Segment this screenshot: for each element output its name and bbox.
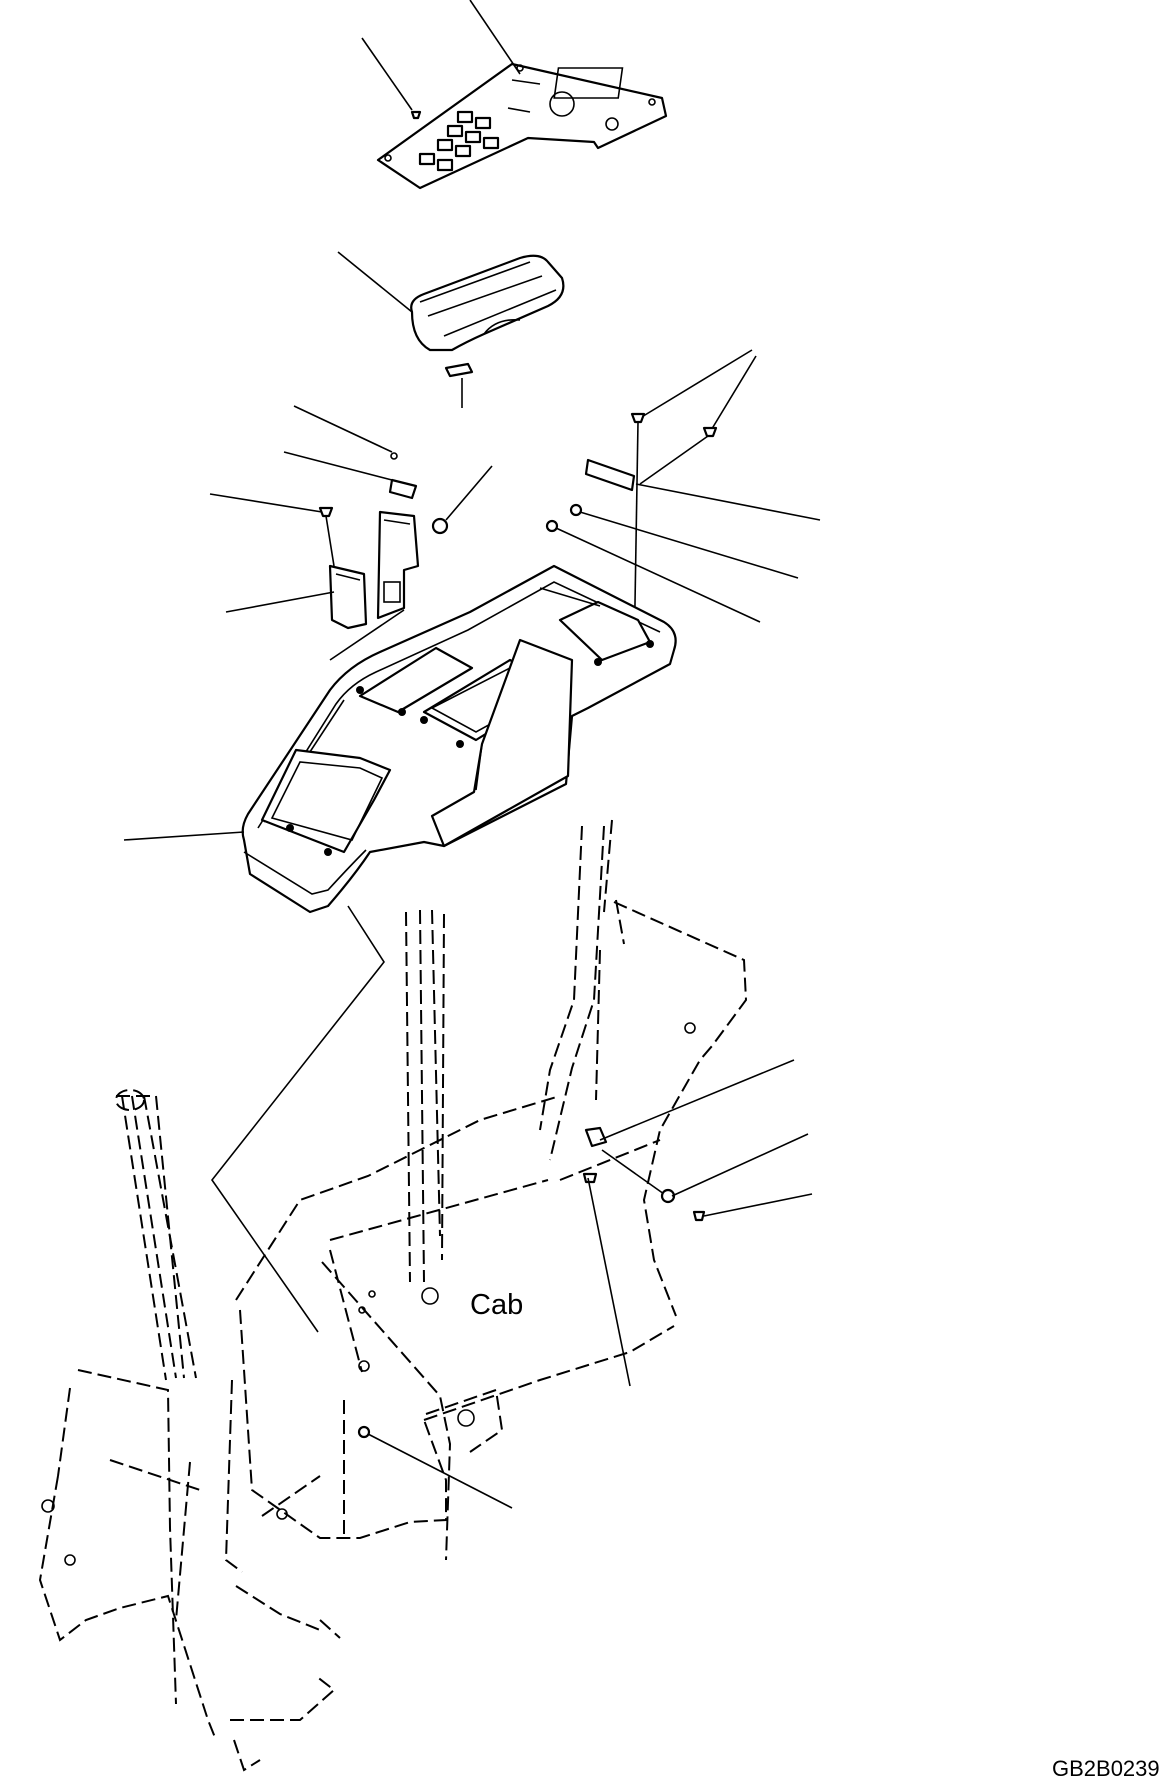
leader-line [635,483,821,521]
lower-screw [582,1172,598,1184]
leader-line [469,0,521,75]
leader-line [337,251,413,313]
leader-line [361,37,413,111]
leader-line [283,451,393,481]
leader-line [671,1133,809,1197]
leader-line [599,1059,795,1141]
leader-line [123,831,245,841]
leader-line [555,527,761,623]
leader-line [445,465,493,521]
leader-line [703,1193,813,1217]
right-bracket [584,458,636,492]
washer-3 [660,1188,676,1204]
clip-bracket [584,1126,608,1148]
grommet [357,1425,371,1439]
leader-line [709,355,757,433]
armrest-pad [410,254,565,352]
leader-line [209,493,323,513]
side-bracket [376,510,420,620]
cab-frame [38,819,748,1772]
screw-right [630,412,646,424]
leader-line [367,1433,513,1509]
console-cover-plate [376,62,668,190]
armrest-clip [444,362,474,378]
console-box [241,564,677,914]
leader-line [211,905,385,1333]
leader-line [225,591,335,613]
small-bracket [388,478,418,500]
screw-right-2 [702,426,718,438]
cab-label: Cab [470,1289,523,1321]
leader-line [293,405,393,453]
leader-line [579,511,799,579]
screw-top [410,110,422,120]
washer [569,503,583,517]
small-screw [390,452,398,460]
leader-line [587,1177,631,1387]
washer-2 [545,519,559,533]
leader-line [329,609,405,661]
switch-grid [418,110,500,172]
mounting-plate [328,564,368,630]
nut [431,517,449,535]
screw-left [318,506,334,518]
drawing-code: GB2B0239 [1052,1756,1160,1779]
leader-line [639,349,753,419]
bolt [692,1210,706,1222]
